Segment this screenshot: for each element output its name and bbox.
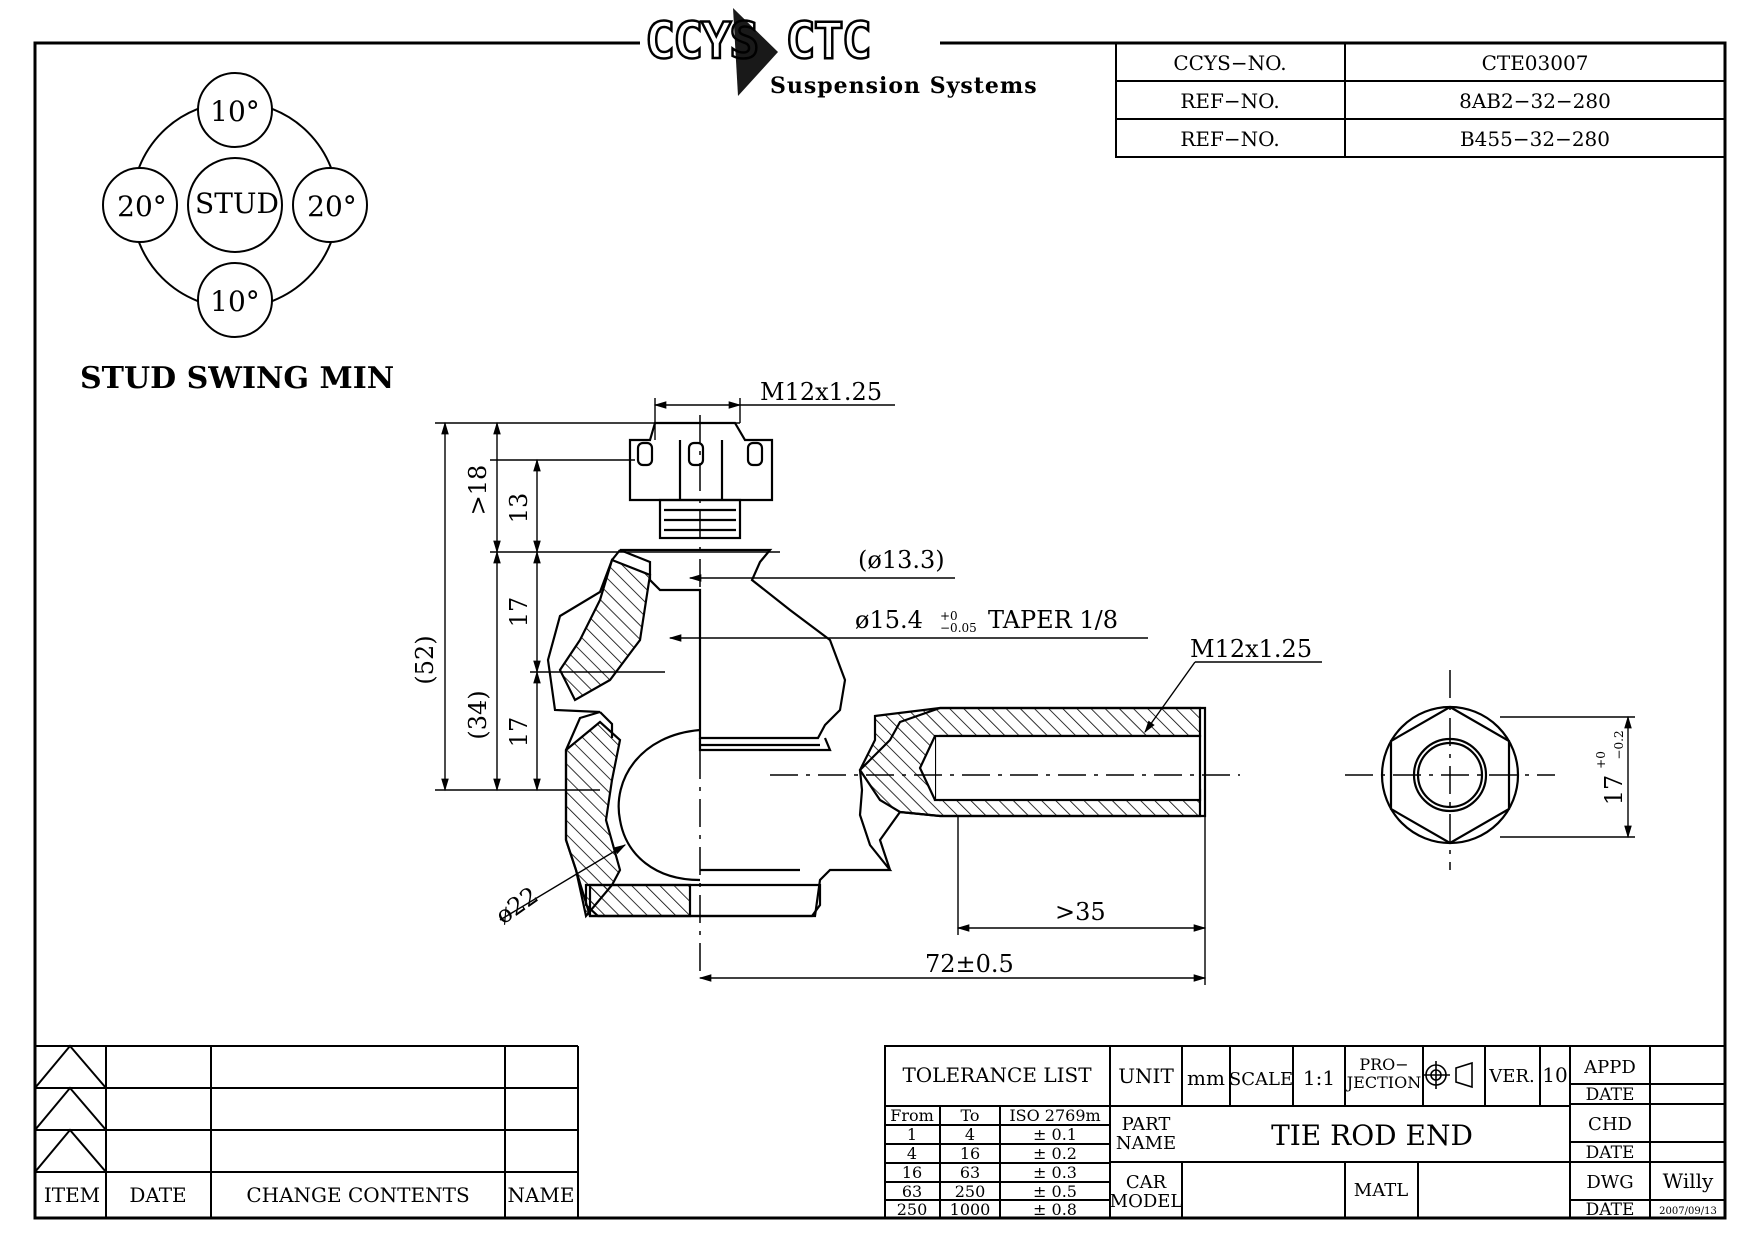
rev-header-item: ITEM xyxy=(44,1183,100,1207)
stud-swing-caption: STUD SWING MIN xyxy=(80,361,394,396)
ref-label-3: REF−NO. xyxy=(1180,127,1279,151)
tol-row-5-from: 250 xyxy=(897,1200,928,1219)
scale-label: SCALE xyxy=(1229,1069,1293,1090)
reference-table xyxy=(1115,42,1726,158)
dim-len72: 72±0.5 xyxy=(925,950,1014,978)
projection-label-1: PRO− xyxy=(1359,1055,1408,1074)
rev-header-name: NAME xyxy=(507,1183,574,1207)
dimension-labels: M12x1.25 M12x1.25 (ø13.3) ø15.4 +0 −0.05… xyxy=(411,378,1628,978)
part-name-label-1: PART xyxy=(1122,1114,1171,1135)
projection-label-2: JECTION xyxy=(1345,1073,1421,1092)
tol-header-iso: ISO 2769m xyxy=(1009,1106,1100,1125)
dwg-date-value: 2007/09/13 xyxy=(1659,1206,1717,1217)
dim-taper: TAPER 1/8 xyxy=(988,606,1118,634)
tol-row-4-val: ± 0.5 xyxy=(1033,1182,1077,1201)
tol-row-2-val: ± 0.2 xyxy=(1033,1144,1077,1163)
tolerance-title: TOLERANCE LIST xyxy=(902,1063,1092,1087)
dim-34: (34) xyxy=(464,690,492,739)
scale-value: 1:1 xyxy=(1303,1066,1335,1090)
chd-date-label: DATE xyxy=(1586,1143,1635,1163)
tol-row-1-from: 1 xyxy=(907,1125,917,1144)
dwg-value: Willy xyxy=(1663,1169,1714,1193)
dim-17-upper: 17 xyxy=(505,597,533,628)
rev-header-date: DATE xyxy=(129,1183,186,1207)
car-model-label-1: CAR xyxy=(1126,1172,1167,1193)
dim-gt35: >35 xyxy=(1055,898,1106,926)
ref-label-2: REF−NO. xyxy=(1180,89,1279,113)
tol-row-4-to: 250 xyxy=(955,1182,986,1201)
dim-hex17: 17 xyxy=(1600,775,1628,806)
tol-row-4-from: 63 xyxy=(902,1182,922,1201)
dim-dia-15-4: ø15.4 xyxy=(855,606,923,634)
title-block-text: TOLERANCE LIST From To ISO 2769m 1 4 ± 0… xyxy=(890,1055,1717,1220)
projection-symbol xyxy=(1422,1061,1473,1089)
rev-header-change: CHANGE CONTENTS xyxy=(246,1183,469,1207)
reference-table-text: CCYS−NO. CTE03007 REF−NO. 8AB2−32−280 RE… xyxy=(1173,51,1611,151)
car-model-label-2: MODEL xyxy=(1110,1191,1183,1212)
part-name-label-2: NAME xyxy=(1116,1133,1176,1154)
revision-table-headers: ITEM DATE CHANGE CONTENTS NAME xyxy=(44,1183,575,1207)
ref-value-2: 8AB2−32−280 xyxy=(1459,89,1611,113)
tie-rod-end-drawing xyxy=(546,421,1207,919)
dim-13: 13 xyxy=(505,493,533,524)
dim-thread-side: M12x1.25 xyxy=(1190,635,1312,663)
dimension-lines xyxy=(435,398,1635,985)
stud-swing-labels: 10° 10° 20° 20° STUD xyxy=(117,95,357,318)
tol-row-3-from: 16 xyxy=(902,1163,922,1182)
company-logo: CCYS CTC Suspension Systems xyxy=(644,8,1038,99)
revision-table xyxy=(34,1044,579,1218)
stud-swing-diagram xyxy=(102,72,368,338)
tol-header-from: From xyxy=(890,1106,934,1125)
swing-center: STUD xyxy=(195,187,279,220)
tol-row-1-val: ± 0.1 xyxy=(1033,1125,1077,1144)
part-name: TIE ROD END xyxy=(1271,1119,1473,1152)
hex-end-view xyxy=(1380,705,1520,845)
dim-hex17-tol-plus: +0 xyxy=(1594,751,1608,769)
appd-label: APPD xyxy=(1583,1057,1636,1078)
tol-row-2-to: 16 xyxy=(960,1144,980,1163)
tol-row-3-to: 63 xyxy=(960,1163,980,1182)
title-block xyxy=(884,1045,1726,1219)
dim-thread-top: M12x1.25 xyxy=(760,378,882,406)
ref-label-1: CCYS−NO. xyxy=(1173,51,1286,75)
dim-dia-15-4-tol-plus: +0 xyxy=(940,609,958,623)
tol-row-3-val: ± 0.3 xyxy=(1033,1163,1077,1182)
matl-label: MATL xyxy=(1354,1180,1408,1201)
tol-header-to: To xyxy=(960,1106,979,1125)
tol-row-1-to: 4 xyxy=(965,1125,975,1144)
swing-bottom: 10° xyxy=(210,285,260,318)
dim-17-lower: 17 xyxy=(505,717,533,748)
ver-label: VER. xyxy=(1488,1066,1534,1087)
dim-dia-13-3: (ø13.3) xyxy=(858,546,945,574)
dwg-label: DWG xyxy=(1586,1172,1633,1193)
ver-value: 10 xyxy=(1542,1063,1567,1087)
centerlines xyxy=(699,415,1555,975)
dim-52: (52) xyxy=(411,635,439,684)
swing-top: 10° xyxy=(210,95,260,128)
ref-value-3: B455−32−280 xyxy=(1460,127,1610,151)
logo-triangle xyxy=(733,8,778,96)
unit-label: UNIT xyxy=(1118,1064,1174,1088)
logo-tagline: Suspension Systems xyxy=(770,73,1038,99)
swing-left: 20° xyxy=(117,190,167,223)
appd-date-label: DATE xyxy=(1586,1085,1635,1105)
chd-label: CHD xyxy=(1588,1114,1632,1135)
dim-dia-22: ø22 xyxy=(490,881,543,930)
tol-row-5-val: ± 0.8 xyxy=(1033,1200,1077,1219)
dwg-date-label: DATE xyxy=(1586,1200,1635,1220)
unit-value: mm xyxy=(1187,1066,1225,1090)
tol-row-5-to: 1000 xyxy=(950,1200,991,1219)
tol-row-2-from: 4 xyxy=(907,1144,917,1163)
dim-gt18: >18 xyxy=(464,465,492,516)
dim-hex17-tol-minus: −0.2 xyxy=(1612,730,1626,759)
ref-value-1: CTE03007 xyxy=(1482,51,1589,75)
swing-right: 20° xyxy=(307,190,357,223)
dim-dia-15-4-tol-minus: −0.05 xyxy=(940,621,977,635)
